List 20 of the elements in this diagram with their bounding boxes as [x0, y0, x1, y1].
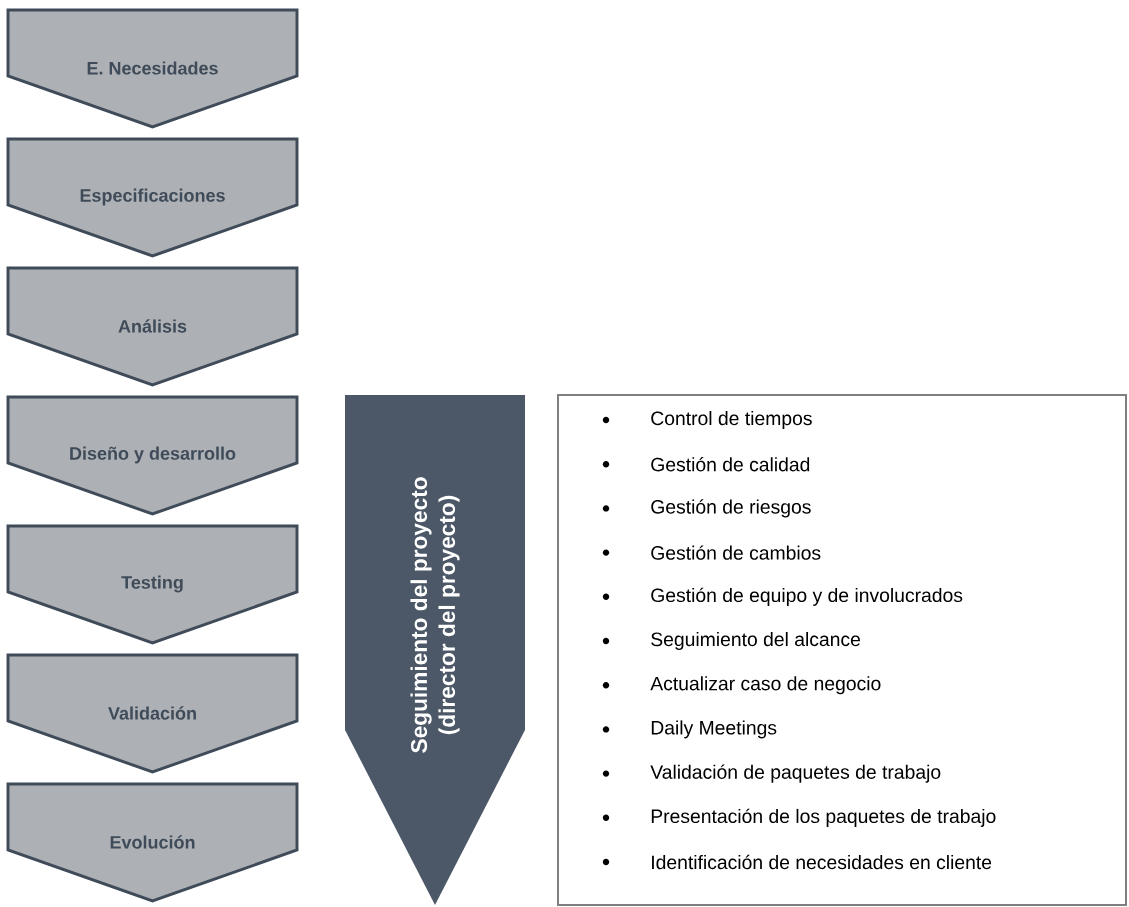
- chevron-step: Análisis: [6, 266, 299, 387]
- list-box: [557, 394, 1127, 906]
- list-item: Presentación de los paquetes de trabajo: [602, 808, 996, 827]
- list-item: Gestión de equipo y de involucrados: [602, 587, 963, 606]
- list-item: Gestión de riesgos: [602, 499, 811, 518]
- chevron-step: Especificaciones: [6, 137, 299, 258]
- chevron-step: Diseño y desarrollo: [6, 395, 299, 516]
- list-item: Seguimiento del alcance: [602, 632, 860, 650]
- chevron-step: E. Necesidades: [6, 8, 299, 129]
- list-item: Gestión de cambios: [602, 545, 821, 560]
- list-item: Gestión de calidad: [602, 457, 810, 472]
- list-item: Validación de paquetes de trabajo: [602, 764, 941, 783]
- tracking-chevron: Seguimiento del proyecto (director del proyecto): [345, 395, 525, 905]
- chevron-step: Testing: [6, 524, 299, 645]
- chevron-step: Validación: [6, 653, 299, 774]
- chevron-step: Evolución: [6, 782, 299, 903]
- list-item: Control de tiempos: [602, 411, 812, 429]
- list-item: Daily Meetings: [602, 720, 777, 739]
- list-item: Identificación de necesidades en cliente: [602, 854, 992, 870]
- list-item: Actualizar caso de negocio: [602, 676, 881, 695]
